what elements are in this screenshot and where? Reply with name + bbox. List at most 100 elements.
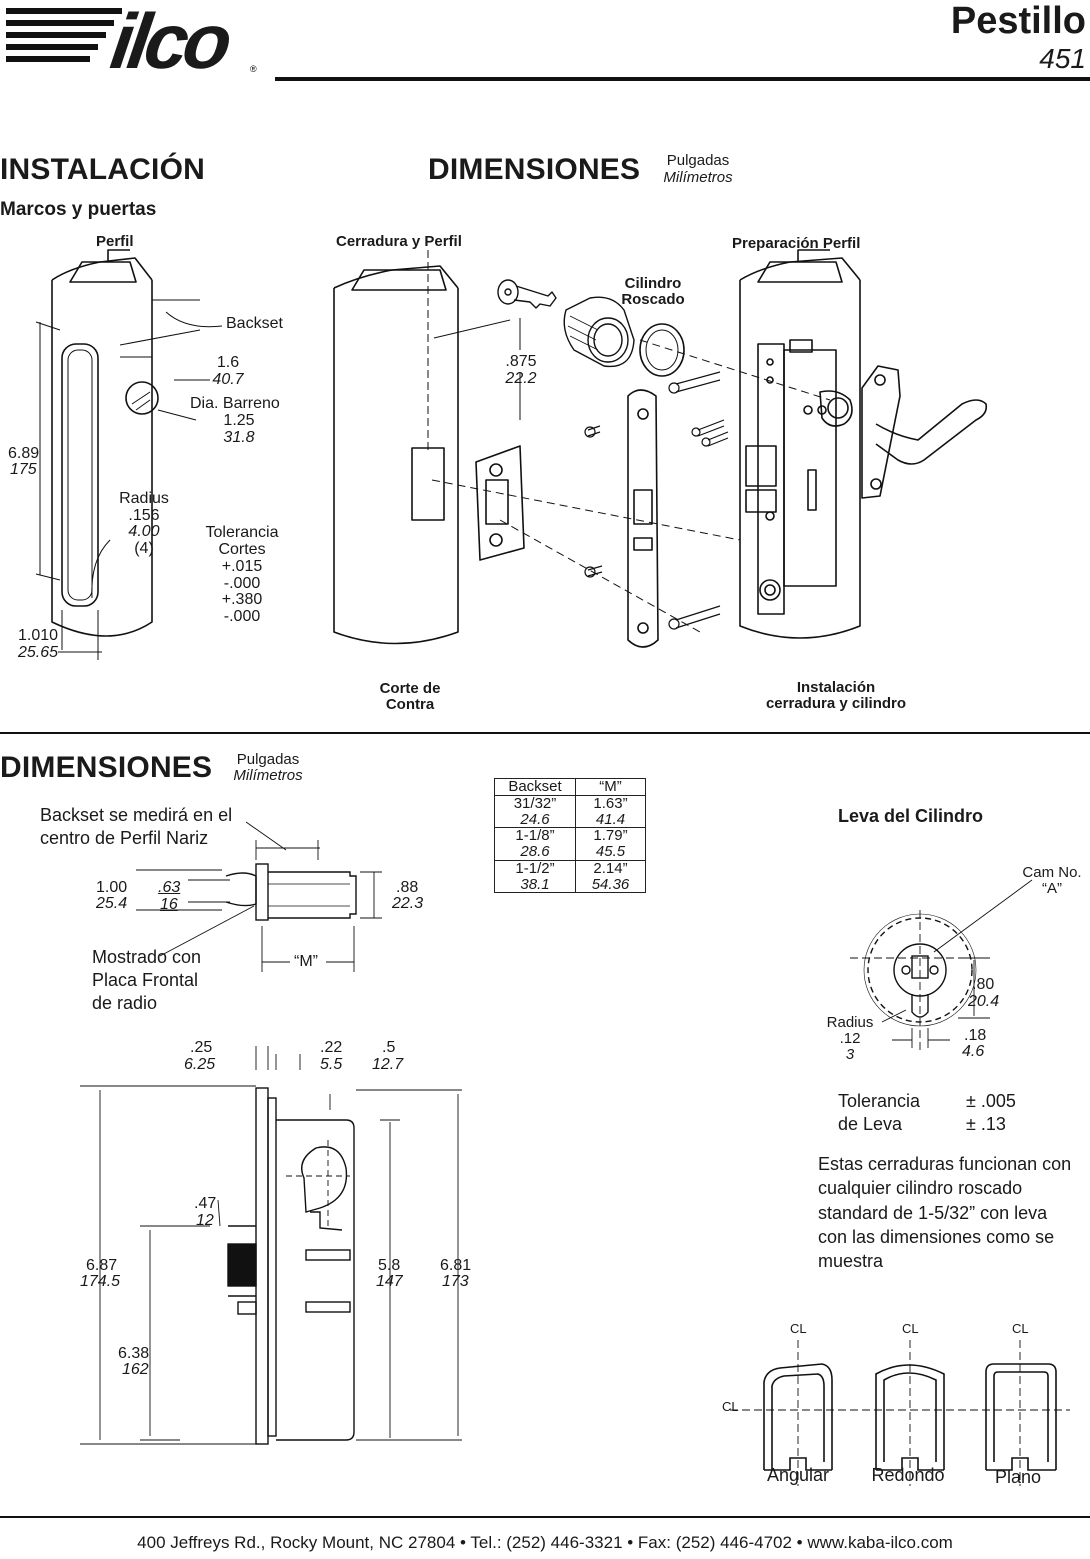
dim-47: .47 <box>194 1195 217 1212</box>
dim-5-mm: 12.7 <box>372 1056 404 1073</box>
cam-radius-in: .12 <box>839 1030 861 1047</box>
footer-rule <box>0 1516 1090 1518</box>
dimensions-heading-bottom: DIMENSIONES <box>0 751 213 784</box>
strike-caption-2: Contra <box>385 696 435 713</box>
dim-22: .22 <box>320 1039 343 1056</box>
tolerance-2: -.000 <box>223 575 261 592</box>
table-cell: 2.14”54.36 <box>575 859 646 894</box>
dim-875: .875 <box>505 353 537 370</box>
backset-note-2: centro de Perfil Nariz <box>40 828 209 848</box>
dim-681: 6.81 <box>440 1257 472 1274</box>
strike-caption-1: Corte de <box>379 680 441 697</box>
height-in: 6.89 <box>8 445 40 462</box>
table-row: 1-1/8”28.6 1.79”45.5 <box>494 827 646 861</box>
cylinder-caption-2: Roscado <box>621 291 685 308</box>
dim-63-mm: 16 <box>160 896 178 913</box>
m-mm: 54.36 <box>591 875 630 893</box>
width-mm: 25.65 <box>18 644 59 661</box>
height-mm: 175 <box>10 461 37 478</box>
m-mm: 41.4 <box>595 810 626 828</box>
dim-687: 6.87 <box>86 1257 118 1274</box>
dim-58: 5.8 <box>378 1257 401 1274</box>
shown-note-2: Placa Frontal <box>92 970 199 990</box>
tolerance-1: +.015 <box>221 558 263 575</box>
dim-58-mm: 147 <box>376 1273 403 1290</box>
tolerance-label-1: Tolerancia <box>205 524 279 541</box>
dim-875-mm: 22.2 <box>505 370 537 387</box>
backset-label: Backset <box>226 315 283 332</box>
radius-in: .156 <box>128 507 160 524</box>
header-rule <box>275 77 1090 81</box>
cam-tol-label-1: Tolerancia <box>838 1091 921 1111</box>
cam-d18: .18 <box>964 1027 987 1044</box>
radius-label: Radius <box>119 490 169 507</box>
cam-d18-mm: 4.6 <box>962 1043 985 1060</box>
backset-value: 1-1/8” <box>515 827 555 845</box>
cam-note: Estas cerraduras funcionan con cualquier… <box>818 1154 1072 1272</box>
dim-22-mm: 5.5 <box>320 1056 343 1073</box>
dim-681-mm: 173 <box>442 1273 469 1290</box>
backset-mm: 38.1 <box>520 875 550 893</box>
profile-flat: Plano <box>994 1467 1042 1487</box>
m-mm: 45.5 <box>595 843 626 860</box>
footer-address: 400 Jeffreys Rd., Rocky Mount, NC 27804 … <box>137 1533 953 1552</box>
backset-table: Backset “M” 31/32”24.6 1.63”41.4 1-1/8”2… <box>494 778 646 894</box>
radius-qty: (4) <box>134 540 154 557</box>
dim-100: 1.00 <box>96 879 128 896</box>
width-in: 1.010 <box>18 627 59 644</box>
table-header: Backset <box>494 778 576 796</box>
dim-5: .5 <box>382 1039 396 1056</box>
unit-mm-top: Milímetros <box>663 169 733 186</box>
cam-d80-mm: 20.4 <box>968 993 1000 1010</box>
dimensions-heading-top: DIMENSIONES <box>428 153 641 186</box>
profile-angular: Angular <box>766 1465 830 1485</box>
cam-tol-1: ± .005 <box>966 1091 1016 1111</box>
backset-mm: 28.6 <box>520 843 550 860</box>
dim-16-mm: 40.7 <box>212 371 244 388</box>
table-cell: 1-1/2”38.1 <box>494 859 576 894</box>
model-number: 451 <box>1039 43 1086 74</box>
bore-mm: 31.8 <box>223 429 255 446</box>
tolerance-4: -.000 <box>223 608 261 625</box>
lock-profile-caption: Cerradura y Perfil <box>336 233 462 250</box>
cam-d80: .80 <box>972 976 995 993</box>
table-cell: 1-1/8”28.6 <box>494 827 576 861</box>
table-cell: 1.63”41.4 <box>575 794 646 829</box>
dim-63: .63 <box>158 879 181 896</box>
table-row: 31/32”24.6 1.63”41.4 <box>494 794 646 829</box>
cam-radius-label: Radius <box>826 1014 874 1031</box>
cylinder-caption-1: Cilindro <box>624 275 682 292</box>
backset-mm: 24.6 <box>520 810 550 828</box>
centerline-mark: CL <box>902 1321 919 1336</box>
dim-100-mm: 25.4 <box>96 895 128 912</box>
dim-47-mm: 12 <box>196 1212 214 1229</box>
bore-label: Dia. Barreno <box>190 395 280 412</box>
cam-tol-2: ± .13 <box>966 1114 1006 1134</box>
prep-caption: Preparación Perfil <box>732 235 861 252</box>
dim-16: 1.6 <box>216 354 240 371</box>
dim-638-mm: 162 <box>122 1361 149 1378</box>
unit-inches-bottom: Pulgadas <box>236 751 300 768</box>
radius-mm: 4.00 <box>128 523 160 540</box>
m-value: 1.63” <box>593 794 628 812</box>
unit-inches-top: Pulgadas <box>666 152 730 169</box>
installation-heading: INSTALACIÓN <box>0 153 205 186</box>
cam-heading: Leva del Cilindro <box>838 806 984 826</box>
dim-638: 6.38 <box>118 1345 150 1362</box>
dim-25-mm: 6.25 <box>184 1056 216 1073</box>
page-title: Pestillo <box>950 0 1086 42</box>
m-value: 1.79” <box>593 827 628 845</box>
dim-88-mm: 22.3 <box>392 895 424 912</box>
table-row: 1-1/2”38.1 2.14”54.36 <box>494 859 646 894</box>
dim-687-mm: 174.5 <box>80 1273 121 1290</box>
installation-drawing <box>35 249 988 660</box>
table-cell: 31/32”24.6 <box>494 794 576 829</box>
centerline-mark: CL <box>722 1399 739 1414</box>
m-label: “M” <box>294 953 318 970</box>
profile-caption: Perfil <box>96 233 134 250</box>
dim-88: .88 <box>396 879 419 896</box>
backset-value: 1-1/2” <box>515 859 555 877</box>
unit-mm-bottom: Milímetros <box>233 767 303 784</box>
svg-text:®: ® <box>250 64 257 74</box>
centerline-mark: CL <box>1012 1321 1029 1336</box>
